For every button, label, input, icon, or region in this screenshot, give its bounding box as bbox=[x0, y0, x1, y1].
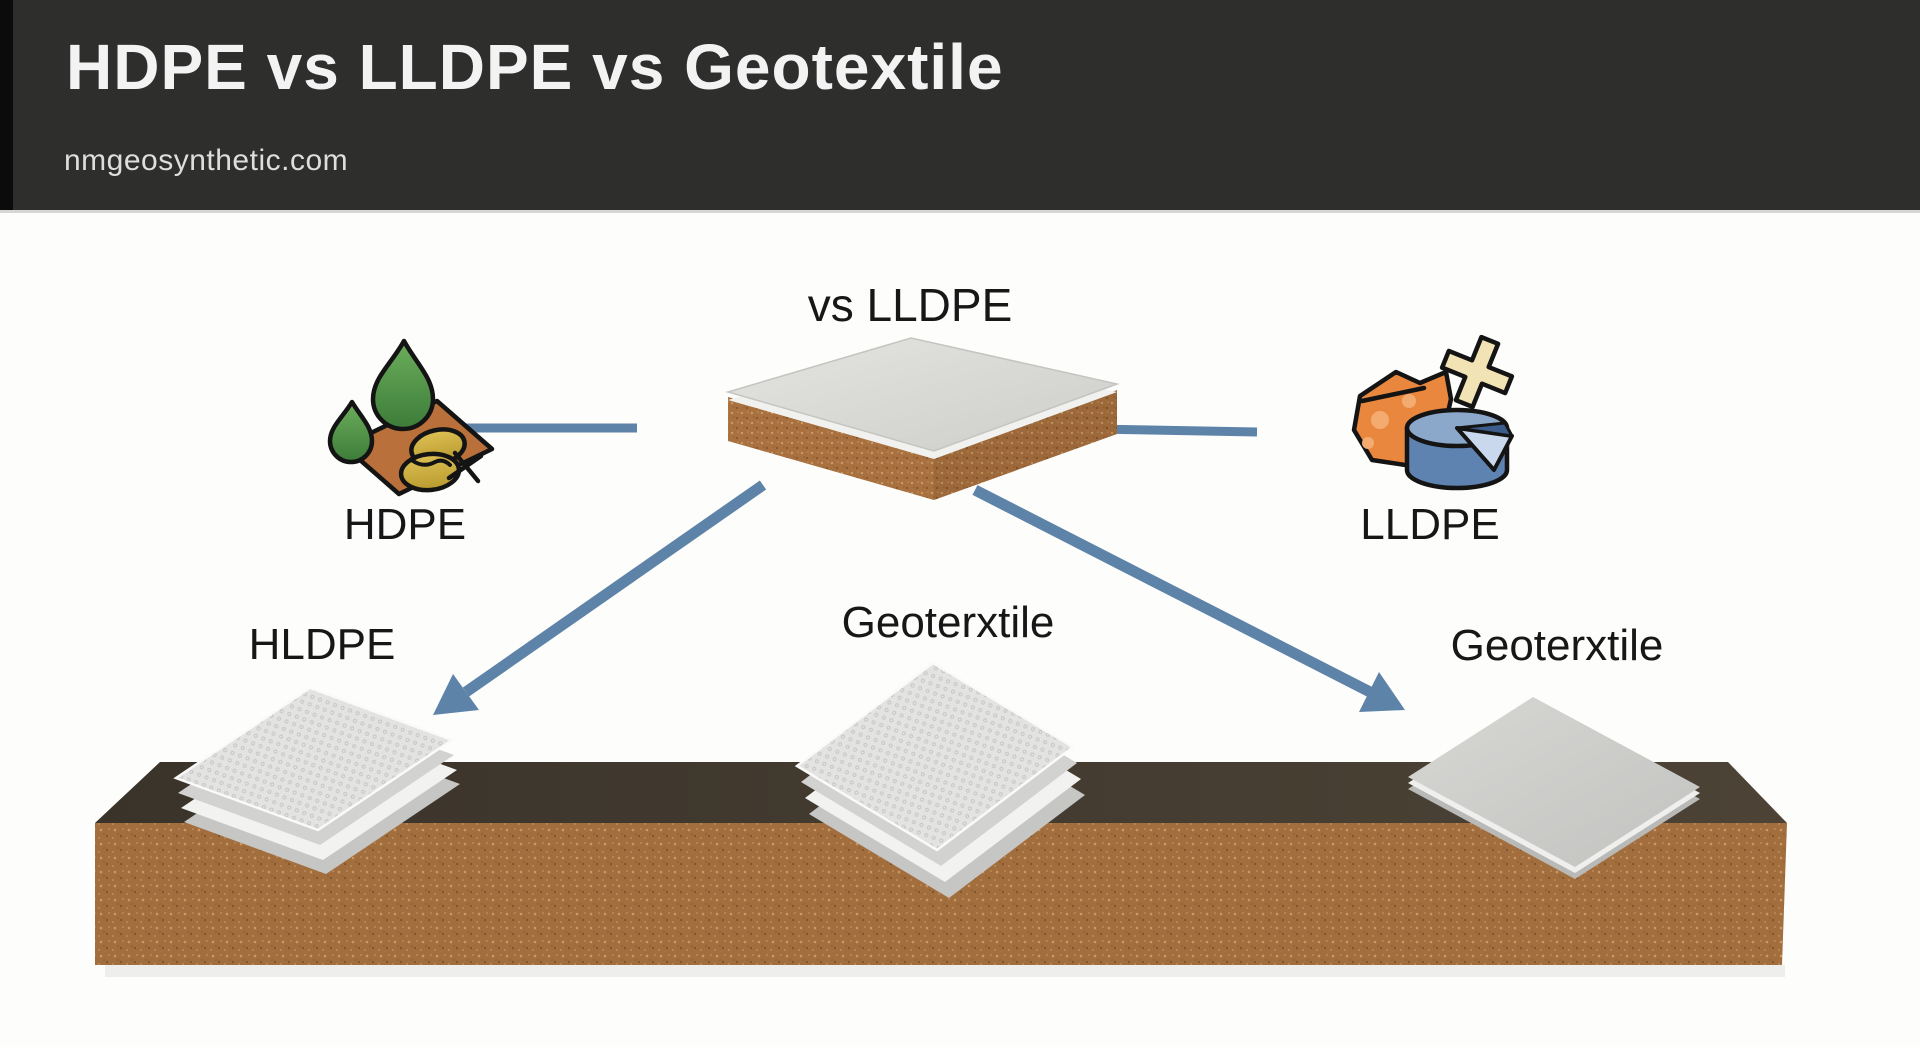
slab-top-sheet bbox=[725, 337, 1120, 452]
soil-shadow bbox=[105, 965, 1785, 977]
lldpe-label: LLDPE bbox=[1360, 500, 1500, 549]
connector-right bbox=[1092, 424, 1258, 437]
slab-base-left-face bbox=[728, 397, 934, 500]
wheel-wedge-icon bbox=[1404, 407, 1514, 491]
center-slab-label: vs LLDPE bbox=[807, 279, 1013, 331]
geotextile-stack-left bbox=[173, 686, 460, 874]
droplet-large-icon bbox=[370, 338, 436, 432]
website-url: nmgeosynthetic.com bbox=[64, 144, 349, 177]
geotextile-right-label: Geoterxtile bbox=[1450, 621, 1664, 670]
small-x-mark-icon bbox=[446, 450, 484, 484]
geotextile-sheet-right bbox=[1408, 697, 1700, 879]
droplet-small-icon bbox=[327, 399, 375, 465]
hdpe-raw-material-icon bbox=[327, 338, 495, 497]
arrow-down-right-icon bbox=[972, 485, 1405, 712]
cream-x-chunk-icon bbox=[1439, 334, 1515, 410]
arrow-down-left-icon bbox=[433, 480, 767, 715]
header-band: HDPE vs LLDPE vs Geotextile nmgeosynthet… bbox=[0, 0, 1920, 213]
geotextile-center-label: Geoterxtile bbox=[841, 598, 1055, 647]
header-left-dark-strip bbox=[0, 0, 13, 210]
slab-base-right-face bbox=[934, 390, 1117, 500]
lldpe-resin-icon bbox=[1351, 334, 1515, 491]
geomembrane-slab bbox=[725, 337, 1120, 500]
geotextile-stack-center bbox=[794, 661, 1085, 898]
soil-front-face bbox=[95, 823, 1787, 965]
hdpe-label: HDPE bbox=[343, 500, 467, 549]
page-title: HDPE vs LLDPE vs Geotextile bbox=[66, 31, 1004, 103]
hldpe-label: HLDPE bbox=[248, 620, 396, 669]
